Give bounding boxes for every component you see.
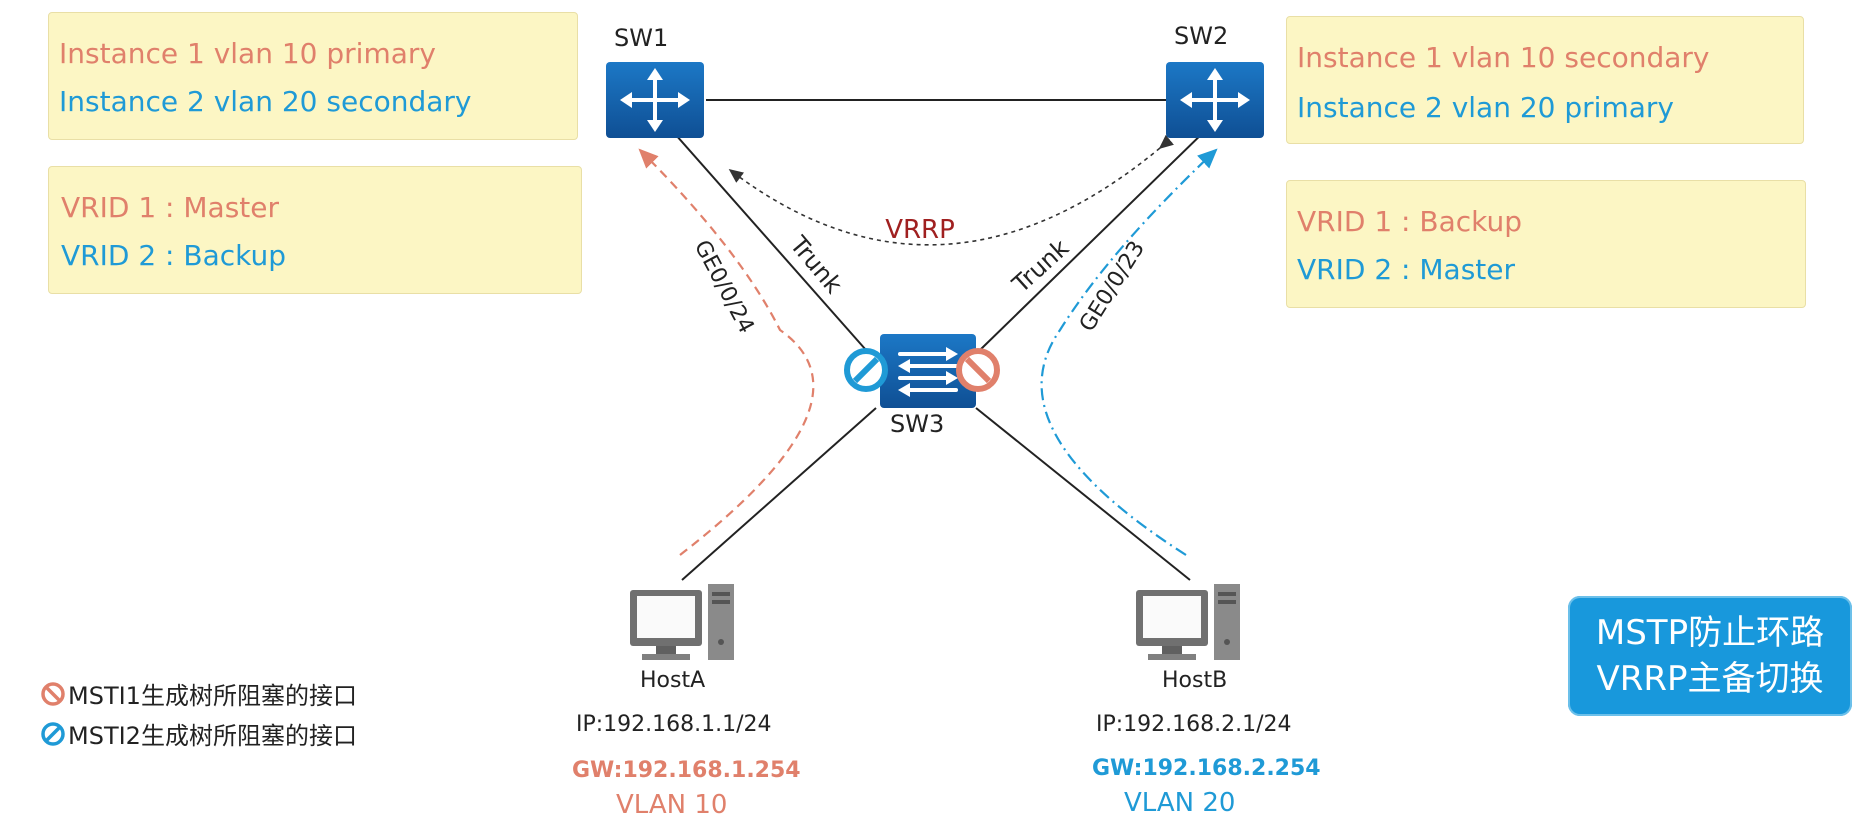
link-sw3-hostA: [681, 407, 877, 581]
sw2-instance1-text: Instance 1 vlan 10 secondary: [1297, 41, 1710, 74]
vrrp-arrow: [728, 134, 1174, 246]
sw2-instance2-text: Instance 2 vlan 20 primary: [1297, 91, 1674, 124]
legend-msti1: MSTI1生成树所阻塞的接口: [40, 676, 357, 711]
sw1-vrrp-box: VRID 1 : Master VRID 2 : Backup: [48, 166, 582, 294]
link-sw3-hostB: [975, 407, 1191, 581]
sw2-router-icon: [1166, 62, 1264, 138]
hostA-name: HostA: [640, 668, 706, 693]
sw1-instance-box: Instance 1 vlan 10 primary Instance 2 vl…: [48, 12, 578, 140]
sw1-label: SW1: [614, 24, 669, 52]
hostA-pc-icon: [630, 584, 734, 660]
sw2-vrid1-text: VRID 1 : Backup: [1297, 205, 1523, 238]
sw2-vrid2-text: VRID 2 : Master: [1297, 253, 1515, 286]
hostA-ip: IP:192.168.1.1/24: [576, 712, 772, 737]
hostB-name: HostB: [1162, 668, 1228, 693]
sw1-instance1-text: Instance 1 vlan 10 primary: [59, 37, 436, 70]
sw1-router-icon: [606, 62, 704, 138]
sw1-vrid1-text: VRID 1 : Master: [61, 191, 279, 224]
msti1-blocked-port-icon: [956, 348, 1000, 392]
hostB-gateway: GW:192.168.2.254: [1092, 756, 1321, 781]
port-left-label: GE0/0/24: [689, 236, 759, 338]
trunk-right-label: Trunk: [1006, 234, 1074, 299]
link-sw1-sw3: [667, 125, 867, 351]
summary-badge: MSTP防止环路 VRRP主备切换: [1568, 596, 1852, 716]
hostA-gateway: GW:192.168.1.254: [572, 758, 801, 783]
hostA-vlan: VLAN 10: [616, 790, 728, 820]
hostA-traffic-path: [638, 148, 815, 556]
port-right-label: GE0/0/23: [1075, 237, 1150, 337]
legend-msti2-text: MSTI2生成树所阻塞的接口: [68, 722, 357, 750]
trunk-left-label: Trunk: [784, 230, 848, 299]
sw3-switch-icon: [880, 334, 976, 408]
sw3-label: SW3: [890, 410, 945, 438]
hostB-traffic-path: [1040, 148, 1218, 556]
vrrp-label: VRRP: [885, 215, 955, 245]
sw2-label: SW2: [1174, 22, 1229, 50]
hostB-vlan: VLAN 20: [1124, 788, 1236, 818]
sw2-vrrp-box: VRID 1 : Backup VRID 2 : Master: [1286, 180, 1806, 308]
msti2-legend-icon: [41, 721, 65, 746]
hostB-pc-icon: [1136, 584, 1240, 660]
badge-line1: MSTP防止环路: [1595, 613, 1825, 653]
sw2-instance-box: Instance 1 vlan 10 secondary Instance 2 …: [1286, 16, 1804, 144]
legend-msti2: MSTI2生成树所阻塞的接口: [40, 716, 357, 751]
sw1-instance2-text: Instance 2 vlan 20 secondary: [59, 85, 472, 118]
msti2-blocked-port-icon: [844, 348, 888, 392]
badge-line2: VRRP主备切换: [1596, 659, 1824, 699]
hostB-ip: IP:192.168.2.1/24: [1096, 712, 1292, 737]
sw1-vrid2-text: VRID 2 : Backup: [61, 239, 287, 272]
msti1-legend-icon: [41, 681, 65, 706]
legend-msti1-text: MSTI1生成树所阻塞的接口: [68, 682, 357, 710]
